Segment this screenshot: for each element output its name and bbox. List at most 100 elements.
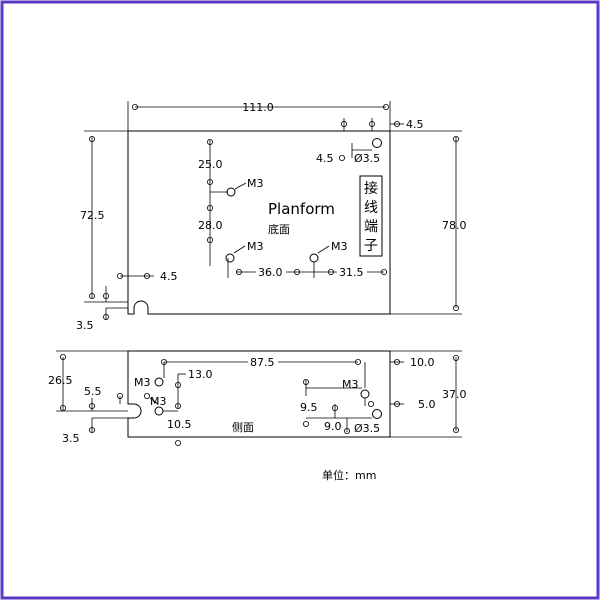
leader-line bbox=[149, 397, 159, 405]
terminal-block-box bbox=[359, 175, 383, 257]
dim-end-mark bbox=[452, 304, 459, 311]
dim-hole-c: 9.5 bbox=[300, 401, 318, 414]
screw-label: M3 bbox=[247, 177, 264, 190]
dim-hole-diameter: Ø3.5 bbox=[354, 422, 380, 435]
screw-label: M3 bbox=[342, 378, 359, 391]
dim-end-mark bbox=[327, 268, 334, 275]
dim-end-mark bbox=[302, 420, 309, 427]
dim-end-mark bbox=[131, 104, 138, 111]
dim-slot: 3.5 bbox=[76, 319, 94, 332]
screw-label: M3 bbox=[150, 395, 167, 408]
dim-bottom-gap: 4.5 bbox=[160, 270, 178, 283]
terminal-char: 接 bbox=[364, 180, 378, 197]
dim-end-mark bbox=[338, 154, 345, 161]
dim-end-mark bbox=[393, 358, 400, 365]
dim-width: 111.0 bbox=[242, 101, 274, 114]
dim-height-right: 37.0 bbox=[442, 388, 467, 401]
screw-label: M3 bbox=[134, 376, 151, 389]
mounting-hole bbox=[372, 409, 382, 419]
label-bg bbox=[256, 265, 286, 279]
dim-end-mark bbox=[60, 353, 67, 360]
terminal-char: 子 bbox=[364, 238, 378, 254]
view-title: Planform bbox=[268, 200, 335, 218]
dim-right-mid: 5.0 bbox=[418, 398, 436, 411]
view-subtitle: 侧面 bbox=[232, 421, 254, 434]
mounting-hole bbox=[372, 138, 382, 148]
dim-height-right: 78.0 bbox=[442, 219, 467, 232]
screw-label: M3 bbox=[247, 240, 264, 253]
dim-end-mark bbox=[368, 121, 375, 128]
label-bg bbox=[337, 265, 367, 279]
view-subtitle: 底面 bbox=[268, 222, 290, 236]
leader-line bbox=[233, 245, 246, 254]
screw-hole bbox=[226, 187, 236, 197]
dim-hole-offset: 4.5 bbox=[316, 152, 334, 165]
dim-end-mark bbox=[117, 272, 124, 279]
screw-hole bbox=[154, 377, 164, 387]
dim-hole-spacing-a: 36.0 bbox=[258, 266, 283, 279]
dim-hole-d: 9.0 bbox=[324, 420, 342, 433]
dim-end-mark bbox=[89, 402, 96, 409]
planform-view: 111.0 4.5 4.5 Ø3.5 25.0 28.0 M3 Planform… bbox=[76, 101, 467, 332]
planform-outline bbox=[127, 130, 391, 315]
terminal-char: 线 bbox=[364, 200, 378, 216]
dim-end-mark bbox=[206, 178, 213, 185]
dim-right-top: 10.0 bbox=[410, 356, 435, 369]
dim-hole-spacing-b: 31.5 bbox=[339, 266, 364, 279]
dim-length: 87.5 bbox=[250, 356, 275, 369]
screw-hole bbox=[309, 253, 319, 263]
dim-bottom-slot: 3.5 bbox=[62, 432, 80, 445]
dim-end-mark bbox=[343, 427, 350, 434]
dim-end-mark bbox=[452, 426, 459, 433]
side-outline bbox=[127, 350, 391, 438]
dim-end-mark bbox=[143, 272, 150, 279]
leader-line bbox=[234, 182, 247, 190]
dim-mid-hole: 28.0 bbox=[198, 219, 223, 232]
screw-hole bbox=[225, 253, 235, 263]
dim-end-mark bbox=[393, 400, 400, 407]
dim-end-mark bbox=[302, 378, 309, 385]
dim-end-mark bbox=[174, 402, 181, 409]
dim-end-mark bbox=[235, 268, 242, 275]
screw-label: M3 bbox=[331, 240, 348, 253]
dim-height-left: 72.5 bbox=[80, 209, 105, 222]
dim-top-hole: 25.0 bbox=[198, 158, 223, 171]
dim-end-mark bbox=[103, 292, 110, 299]
dim-end-mark bbox=[293, 268, 300, 275]
dim-left-offset: 5.5 bbox=[84, 385, 102, 398]
dim-end-mark bbox=[452, 135, 459, 142]
terminal-char: 端 bbox=[364, 219, 378, 235]
dim-hole-a: 13.0 bbox=[188, 368, 213, 381]
dim-end-mark bbox=[380, 268, 387, 275]
dim-end-mark bbox=[174, 381, 181, 388]
dim-end-mark bbox=[103, 313, 110, 320]
dim-end-mark bbox=[89, 426, 96, 433]
dim-end-mark bbox=[89, 292, 96, 299]
dim-end-mark bbox=[340, 121, 347, 128]
side-view: 87.5 M3 13.0 M3 10.5 M3 5.0 9.5 bbox=[48, 350, 467, 446]
dim-end-mark bbox=[206, 204, 213, 211]
dim-hole-diameter: Ø3.5 bbox=[354, 152, 380, 165]
dim-end-mark bbox=[117, 392, 124, 399]
dim-hole-b: 10.5 bbox=[167, 418, 192, 431]
dim-end-mark bbox=[354, 358, 361, 365]
dim-end-mark bbox=[206, 138, 213, 145]
unit-label: 单位：mm bbox=[322, 468, 376, 482]
dim-end-mark bbox=[206, 236, 213, 243]
dim-right-gap: 4.5 bbox=[406, 118, 424, 131]
dim-left-height: 26.5 bbox=[48, 374, 73, 387]
dim-end-mark bbox=[452, 354, 459, 361]
dim-end-mark bbox=[331, 404, 338, 411]
screw-hole bbox=[360, 389, 370, 399]
dim-end-mark bbox=[89, 135, 96, 142]
leader-line bbox=[317, 245, 330, 254]
screw-hole bbox=[154, 406, 164, 416]
dim-end-mark bbox=[143, 392, 150, 399]
dim-end-mark bbox=[393, 121, 400, 128]
dim-end-mark bbox=[382, 104, 389, 111]
dim-end-mark bbox=[367, 400, 374, 407]
label-bg bbox=[248, 355, 278, 369]
